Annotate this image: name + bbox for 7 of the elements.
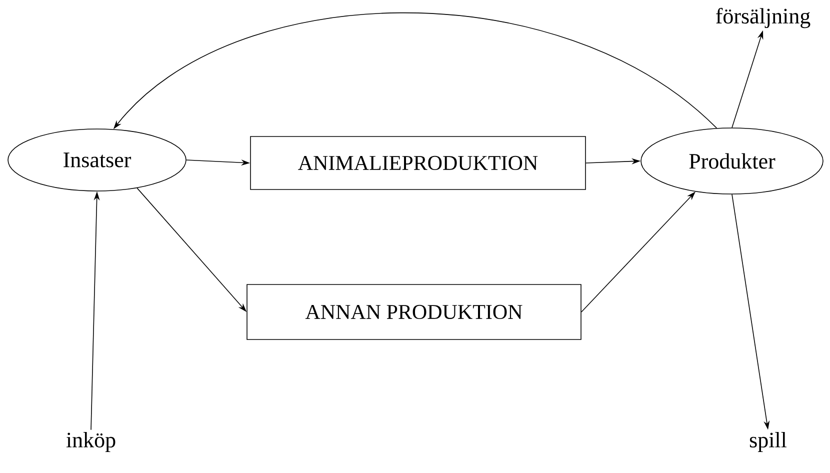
flow-label: spill bbox=[750, 432, 787, 452]
flow-label: försäljning bbox=[716, 8, 810, 28]
flow-label: inköp bbox=[66, 432, 116, 452]
ellipse-node: Produkter bbox=[640, 128, 824, 194]
process-box: ANNAN PRODUKTION bbox=[246, 284, 582, 340]
process-box: ANIMALIEPRODUKTION bbox=[250, 136, 586, 190]
ellipse-node: Insatser bbox=[8, 128, 186, 192]
